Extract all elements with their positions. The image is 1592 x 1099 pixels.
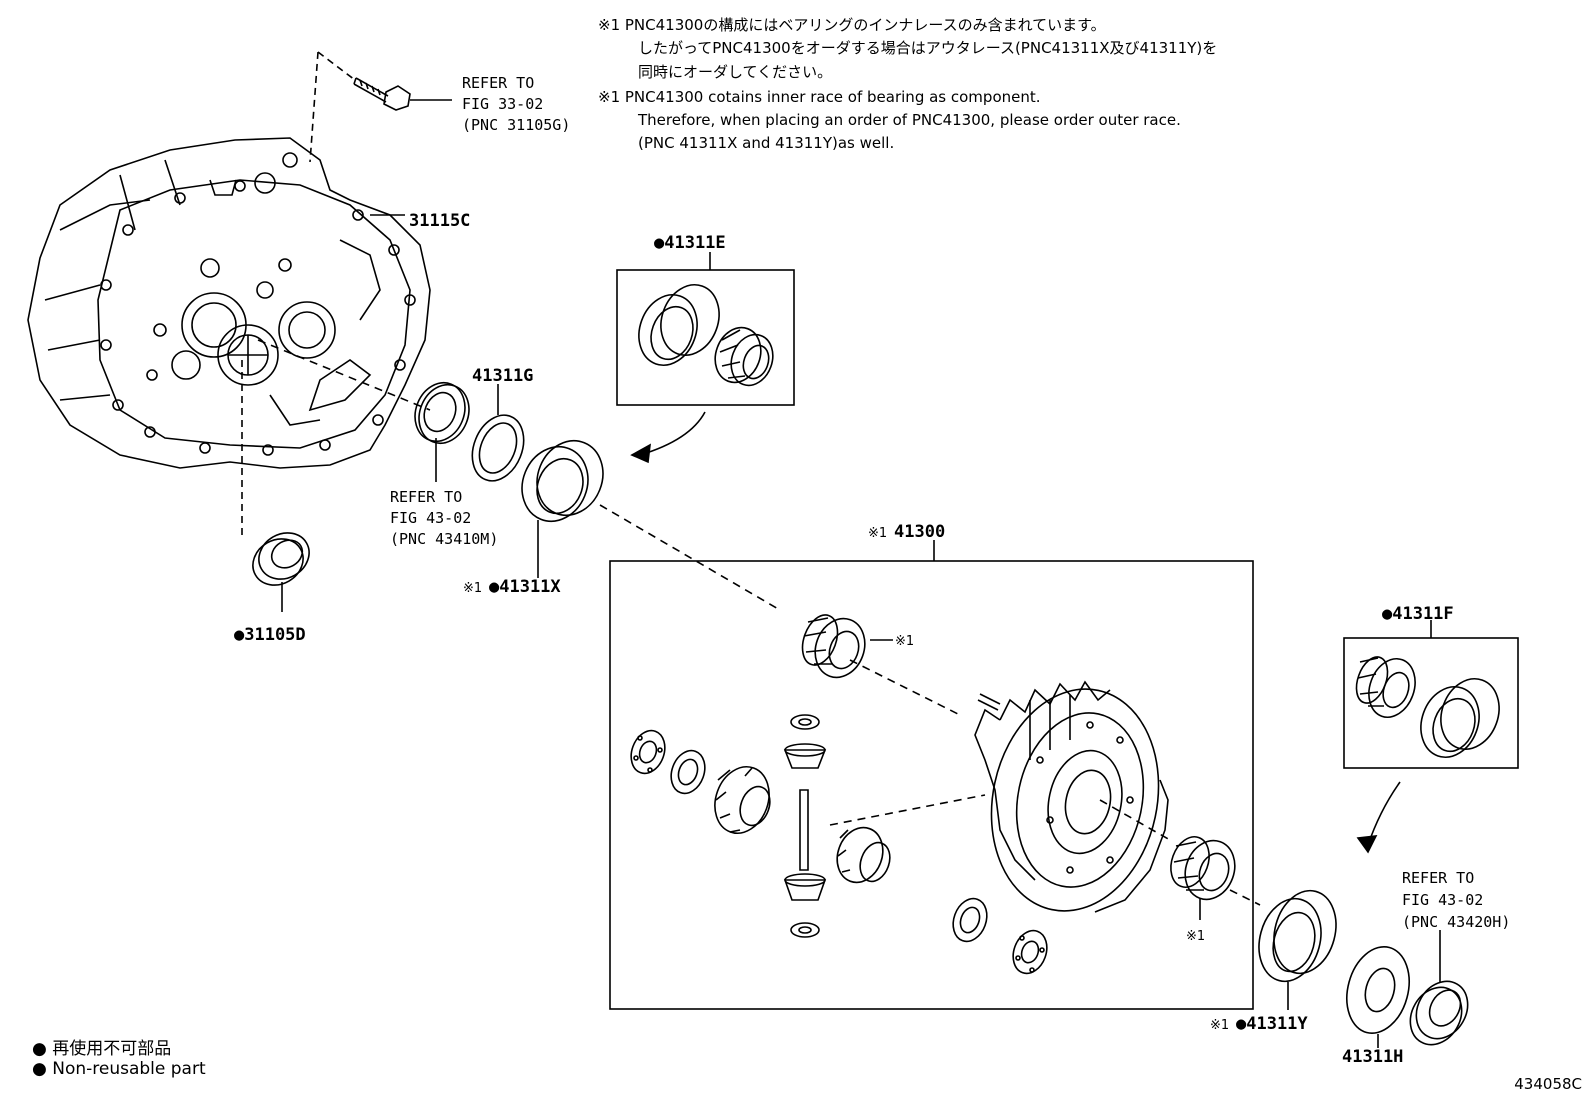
note-jp-line2: したがってPNC41300をオーダする場合はアウタレース(PNC41311X及び… <box>638 39 1218 57</box>
differential-ring-gear[interactable] <box>972 673 1179 926</box>
kit-box-41300 <box>609 560 1254 1010</box>
label-41311g: 41311G <box>472 366 533 386</box>
legend-jp: ● 再使用不可部品 <box>32 1039 172 1059</box>
shim-41311g[interactable] <box>463 407 533 488</box>
label-31105d: ●31105D <box>234 625 306 645</box>
oil-seal-43420h[interactable] <box>1400 972 1478 1054</box>
label-ref-4302h-c: (PNC 43420H) <box>1402 913 1510 931</box>
pinion-bottom[interactable] <box>783 873 827 938</box>
pinion-shaft[interactable] <box>799 789 809 871</box>
mark-41300: ※1 <box>868 526 887 541</box>
label-41311h: 41311H <box>1342 1047 1403 1067</box>
thrust-washer-right[interactable] <box>1007 926 1052 978</box>
arrow-41311f <box>1367 781 1401 846</box>
dashed-axis-left <box>599 504 781 611</box>
kit-box-41311e <box>616 269 795 406</box>
figure-number: 434058C <box>1514 1075 1582 1093</box>
thrust-washer-left[interactable] <box>625 726 670 778</box>
bearing-cone-kit-e[interactable] <box>708 321 780 391</box>
bolt-31105g[interactable] <box>353 77 411 111</box>
label-ref-3302-a: REFER TO <box>462 74 534 92</box>
note-jp-line1: ※1 PNC41300の構成にはベアリングのインナレースのみ含まれています。 <box>598 16 1106 34</box>
label-ref-4302m-c: (PNC 43410M) <box>390 530 498 548</box>
note-en-line2: Therefore, when placing an order of PNC4… <box>638 111 1181 129</box>
dashed-bolt-axis <box>309 51 319 163</box>
washer-right[interactable] <box>947 894 992 946</box>
bearing-cone-left[interactable] <box>796 610 873 684</box>
mark-41311x: ※1 <box>463 581 482 596</box>
label-41300: 41300 <box>894 522 945 542</box>
label-41311y: ●41311Y <box>1236 1014 1308 1034</box>
pin[interactable] <box>977 693 1001 711</box>
note-en-line3: (PNC 41311X and 41311Y)as well. <box>638 134 895 152</box>
outer-race-41311y[interactable] <box>1250 884 1345 989</box>
note-en-line1: ※1 PNC41300 cotains inner race of bearin… <box>598 88 1041 106</box>
note-jp-line3: 同時にオーダしてください。 <box>638 63 833 81</box>
bearing-cone-kit-f[interactable] <box>1351 652 1423 723</box>
side-gear-right[interactable] <box>830 821 895 889</box>
label-31115c: 31115C <box>409 211 470 231</box>
label-41311x: ●41311X <box>489 577 561 597</box>
label-ref-4302m-b: FIG 43-02 <box>390 509 471 527</box>
bearing-outer-race-kit-e[interactable] <box>629 277 728 374</box>
transaxle-case-31115c[interactable] <box>27 137 431 469</box>
label-ref-4302m-a: REFER TO <box>390 488 462 506</box>
washer-left[interactable] <box>665 746 710 798</box>
oil-seal-43410m[interactable] <box>407 375 478 451</box>
label-41311e: ●41311E <box>654 233 726 253</box>
side-gear-left[interactable] <box>706 759 778 841</box>
pinion-top[interactable] <box>783 714 827 769</box>
bearing-cone-right[interactable] <box>1164 831 1243 906</box>
mark-41311y: ※1 <box>1210 1018 1229 1033</box>
bearing-outer-race-kit-f[interactable] <box>1411 671 1508 766</box>
outer-race-41311x[interactable] <box>511 431 614 531</box>
label-ref-4302h-a: REFER TO <box>1402 869 1474 887</box>
mark-bearing-bottom: ※1 <box>1186 929 1205 944</box>
seal-31105d[interactable] <box>244 524 317 594</box>
legend-en: ● Non-reusable part <box>32 1059 206 1079</box>
mark-bearing-top: ※1 <box>895 634 914 649</box>
label-41311f: ●41311F <box>1382 604 1454 624</box>
shim-41311h[interactable] <box>1338 940 1419 1041</box>
label-ref-3302-c: (PNC 31105G) <box>462 116 570 134</box>
label-ref-3302-b: FIG 33-02 <box>462 95 543 113</box>
label-ref-4302h-b: FIG 43-02 <box>1402 891 1483 909</box>
